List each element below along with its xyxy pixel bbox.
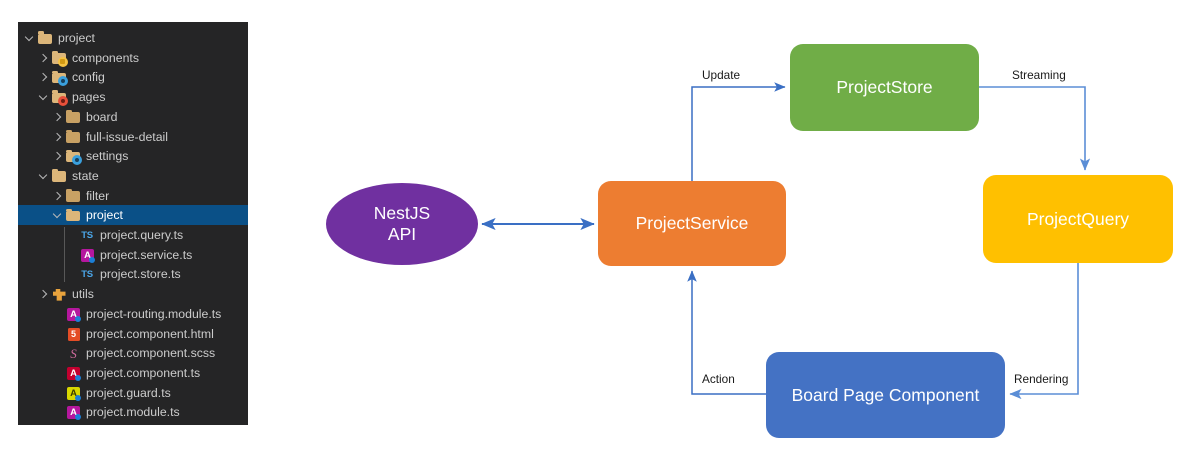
- folder-icon: [51, 168, 67, 184]
- tree-item-label: pages: [72, 90, 106, 105]
- tree-item-project[interactable]: project: [18, 28, 248, 48]
- tree-item-label: board: [86, 109, 118, 124]
- folder-icon: [37, 30, 53, 46]
- node-board-page-component-label: Board Page Component: [791, 384, 980, 405]
- tree-item-project-store-ts[interactable]: TS project.store.ts: [18, 264, 248, 284]
- tree-item-utils[interactable]: utils: [18, 284, 248, 304]
- node-board-page-component[interactable]: Board Page Component: [766, 352, 1005, 438]
- tree-item-label: full-issue-detail: [86, 129, 169, 144]
- folder-icon: [65, 148, 82, 166]
- angular-file-icon: A: [65, 404, 81, 421]
- tree-item-label: project.component.scss: [86, 346, 216, 361]
- tree-item-state[interactable]: state: [18, 166, 248, 186]
- edge-label-update: Update: [702, 68, 741, 82]
- tree-item-pages[interactable]: pages: [18, 87, 248, 107]
- edge-streaming: [979, 86, 1091, 171]
- angular-file-icon: A: [65, 385, 81, 401]
- html5-file-icon: 5: [65, 326, 81, 342]
- node-nestjs-api-line1: NestJS: [373, 203, 431, 223]
- tree-item-label: settings: [86, 149, 129, 164]
- tree-indent-guide: [64, 227, 65, 283]
- tree-item-label: utils: [72, 287, 94, 302]
- tree-item-label: project.service.ts: [100, 247, 193, 262]
- edge-action: [687, 270, 766, 395]
- tree-item-config[interactable]: config: [18, 67, 248, 87]
- sass-file-icon: S: [70, 346, 77, 362]
- angular-file-icon: A: [79, 247, 95, 263]
- tree-item-label: components: [72, 50, 139, 65]
- typescript-file-icon: TS: [81, 230, 93, 241]
- edge-label-streaming: Streaming: [1012, 68, 1066, 82]
- tree-item-label: filter: [86, 188, 110, 203]
- edge-update: [691, 82, 786, 181]
- tree-item-label: project.module.ts: [86, 405, 180, 420]
- node-projectquery-label: ProjectQuery: [1026, 208, 1130, 229]
- node-projectstore-label: ProjectStore: [836, 77, 933, 97]
- folder-icon: [65, 207, 81, 223]
- typescript-file-icon: TS: [81, 269, 93, 281]
- tree-item-project[interactable]: project: [18, 205, 248, 226]
- tree-item-label: project.component.html: [86, 326, 214, 341]
- tree-item-label: project.store.ts: [100, 267, 181, 282]
- tree-item-filter[interactable]: filter: [18, 186, 248, 206]
- tree-item-label: project: [86, 208, 123, 223]
- edge-label-action: Action: [702, 372, 735, 386]
- node-nestjs-api-line2: API: [387, 224, 417, 244]
- tree-item-full-issue-detail[interactable]: full-issue-detail: [18, 127, 248, 147]
- tree-item-project-query-ts[interactable]: TS project.query.ts: [18, 225, 248, 245]
- folder-icon: [51, 89, 68, 107]
- tree-item-settings[interactable]: settings: [18, 146, 248, 166]
- angular-file-icon: A: [65, 365, 81, 381]
- angular-file-icon: A: [65, 306, 81, 322]
- node-nestjs-api[interactable]: NestJS API: [326, 183, 478, 265]
- folder-icon: [65, 188, 81, 204]
- folder-icon: [51, 69, 68, 87]
- tree-item-project-component-html[interactable]: 5 project.component.html: [18, 324, 248, 344]
- node-projectservice[interactable]: ProjectService: [598, 181, 786, 266]
- tree-item-label: project.component.ts: [86, 365, 201, 380]
- tree-item-label: project: [58, 31, 95, 45]
- folder-icon: [65, 129, 81, 145]
- node-projectservice-label: ProjectService: [635, 213, 749, 233]
- node-projectquery[interactable]: ProjectQuery: [983, 175, 1173, 263]
- edge-label-rendering: Rendering: [1014, 372, 1069, 386]
- tree-item-label: project.query.ts: [100, 228, 184, 242]
- folder-icon: [65, 109, 81, 125]
- tree-item-board[interactable]: board: [18, 107, 248, 127]
- puzzle-folder-icon: [51, 286, 67, 302]
- file-explorer-panel[interactable]: project components config pages board full-is…: [18, 22, 248, 425]
- tree-item-label: project.guard.ts: [86, 385, 171, 400]
- tree-item-label: project-routing.module.ts: [86, 306, 222, 321]
- tree-item-label: state: [72, 168, 99, 183]
- tree-item-components[interactable]: components: [18, 48, 248, 68]
- tree-item-label: config: [72, 70, 105, 85]
- node-projectstore[interactable]: ProjectStore: [790, 44, 979, 131]
- edge-rendering: [1009, 263, 1079, 400]
- folder-icon: [51, 50, 68, 67]
